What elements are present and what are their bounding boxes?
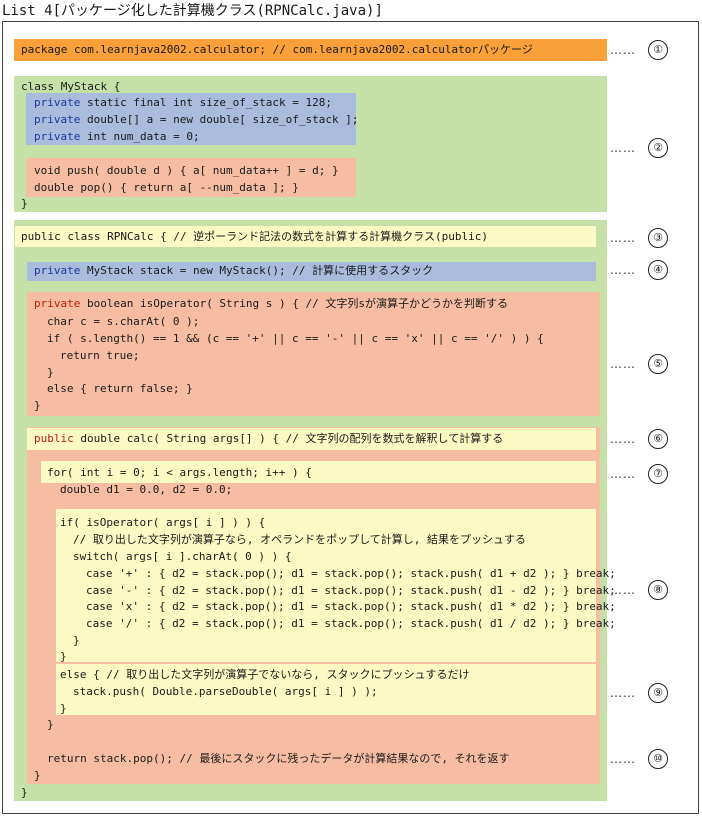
callout-number: ⑧ — [648, 580, 668, 600]
callout-number: ① — [648, 40, 668, 60]
code-line: double d1 = 0.0, d2 = 0.0; — [60, 483, 233, 496]
code-line: private MyStack stack = new MyStack(); /… — [34, 262, 433, 279]
keyword-public: public — [34, 432, 74, 445]
callout-number: ⑩ — [648, 749, 668, 769]
block-if-operator — [56, 509, 596, 662]
keyword-private: private — [34, 113, 81, 126]
block-rpncalc-header — [15, 226, 596, 247]
keyword-private: private — [34, 96, 81, 109]
code-line: case 'x' : { d2 = stack.pop(); d1 = stac… — [86, 600, 616, 613]
code-line: } — [21, 786, 28, 799]
code-line: } — [60, 702, 67, 715]
callout-6: …… ⑥ — [610, 428, 668, 450]
code-text: double calc( String args[] ) { // 文字列の配列… — [73, 432, 504, 445]
block-else-push — [56, 664, 596, 715]
block-isoperator-method — [27, 292, 600, 416]
callout-number: ⑤ — [648, 354, 668, 374]
code-line: package com.learnjava2002.calculator; //… — [21, 43, 533, 56]
code-line: private double[] a = new double[ size_of… — [34, 111, 359, 128]
code-line: if( isOperator( args[ i ] ) ) { — [60, 516, 266, 529]
keyword-private: private — [34, 264, 81, 277]
code-line: } — [34, 399, 41, 412]
block-for-header — [41, 461, 596, 483]
code-line: if ( s.length() == 1 && (c == '+' || c =… — [47, 332, 544, 345]
code-line: } — [21, 197, 28, 210]
leader-dots: …… — [610, 432, 636, 446]
code-line: char c = s.charAt( 0 ); — [47, 315, 200, 328]
code-line: } — [47, 366, 54, 379]
callout-9: …… ⑨ — [610, 682, 668, 704]
leader-dots: …… — [610, 467, 636, 481]
code-line: } — [73, 634, 80, 647]
block-package — [14, 39, 607, 61]
code-line: private boolean isOperator( String s ) {… — [34, 295, 508, 312]
keyword-private: private — [34, 297, 81, 310]
code-line: } — [47, 718, 54, 731]
code-line: case '+' : { d2 = stack.pop(); d1 = stac… — [86, 567, 616, 580]
code-line: case '-' : { d2 = stack.pop(); d1 = stac… — [86, 584, 616, 597]
code-line: else { // 取り出した文字列が演算子でないなら, スタックにプッシュする… — [60, 668, 470, 681]
block-stack-field — [27, 262, 596, 281]
leader-dots: …… — [610, 357, 636, 371]
code-text: static final int size_of_stack = 128; — [80, 96, 333, 109]
leader-dots: …… — [610, 141, 636, 155]
leader-dots: …… — [610, 583, 636, 597]
listing-title: List 4[パッケージ化した計算機クラス(RPNCalc.java)] — [2, 3, 383, 19]
callout-number: ⑨ — [648, 683, 668, 703]
code-line: void push( double d ) { a[ num_data++ ] … — [34, 164, 339, 177]
callout-number: ⑦ — [648, 464, 668, 484]
code-line: for( int i = 0; i < args.length; i++ ) { — [47, 466, 312, 479]
block-mystack-methods — [26, 158, 356, 197]
code-line: private int num_data = 0; — [34, 128, 200, 145]
code-line: return stack.pop(); // 最後にスタックに残ったデータが計算… — [47, 752, 510, 765]
leader-dots: …… — [610, 231, 636, 245]
code-line: else { return false; } — [47, 382, 193, 395]
code-line: // 取り出した文字列が演算子なら, オペランドをポップして計算し, 結果をプッ… — [73, 533, 527, 546]
block-calc-header — [27, 428, 596, 450]
code-text: MyStack stack = new MyStack(); // 計算に使用す… — [80, 264, 434, 277]
code-line: class MyStack { — [21, 80, 121, 93]
code-line: private static final int size_of_stack =… — [34, 94, 332, 111]
callout-10: …… ⑩ — [610, 748, 668, 770]
code-line: public class RPNCalc { // 逆ポーランド記法の数式を計算… — [21, 230, 488, 243]
code-line: } — [34, 769, 41, 782]
callout-2: …… ② — [610, 137, 668, 159]
callout-5: …… ⑤ — [610, 353, 668, 375]
callout-7: …… ⑦ — [610, 463, 668, 485]
code-line: switch( args[ i ].charAt( 0 ) ) { — [73, 550, 292, 563]
code-line: return true; — [60, 349, 140, 362]
callout-4: …… ④ — [610, 259, 668, 281]
listing-frame — [2, 21, 699, 814]
callout-3: …… ③ — [610, 227, 668, 249]
code-text: boolean isOperator( String s ) { // 文字列s… — [80, 297, 509, 310]
callout-8: …… ⑧ — [610, 579, 668, 601]
code-text: int num_data = 0; — [80, 130, 200, 143]
callout-number: ② — [648, 138, 668, 158]
code-text: double[] a = new double[ size_of_stack ]… — [80, 113, 359, 126]
leader-dots: …… — [610, 263, 636, 277]
callout-number: ③ — [648, 228, 668, 248]
leader-dots: …… — [610, 686, 636, 700]
keyword-private: private — [34, 130, 81, 143]
code-line: case '/' : { d2 = stack.pop(); d1 = stac… — [86, 617, 616, 630]
code-line: stack.push( Double.parseDouble( args[ i … — [73, 685, 378, 698]
leader-dots: …… — [610, 43, 636, 57]
callout-number: ⑥ — [648, 429, 668, 449]
code-line: double pop() { return a[ --num_data ]; } — [34, 181, 299, 194]
code-line: public double calc( String args[] ) { //… — [34, 430, 503, 447]
block-mystack-fields — [26, 93, 356, 145]
code-line: } — [60, 650, 67, 663]
callout-1: …… ① — [610, 39, 668, 61]
callout-number: ④ — [648, 260, 668, 280]
leader-dots: …… — [610, 752, 636, 766]
